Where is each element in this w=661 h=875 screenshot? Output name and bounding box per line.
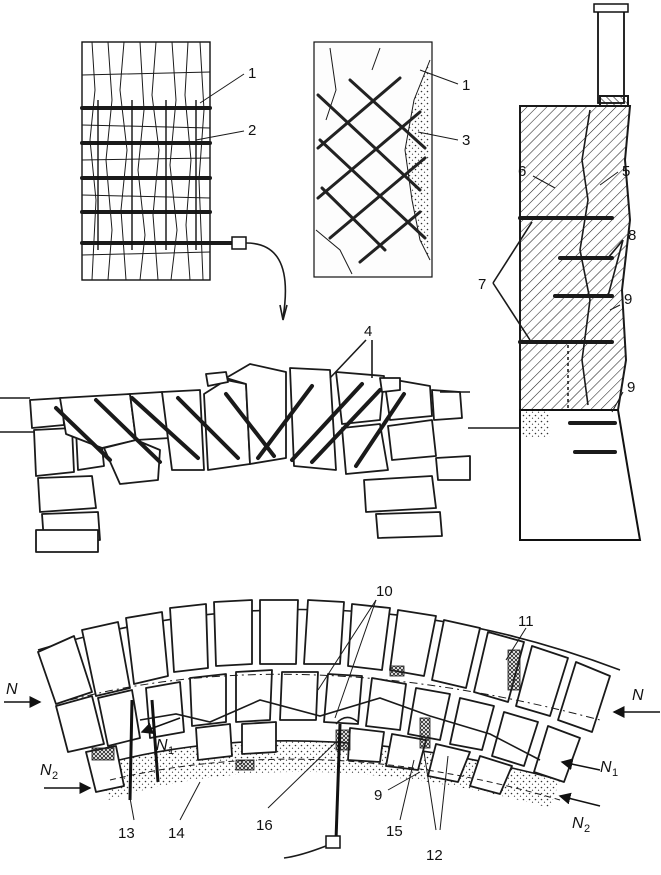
panel-e-arch: N N N 1 N 1 N 2 N 2 10 11 12 13 14 15 16… [4,583,660,864]
force-n1-right-sub: 1 [612,767,618,779]
panel-d-stone-lintel: 4 [0,323,471,553]
callout-9b: 9 [627,379,635,396]
callout-5: 5 [622,163,630,180]
arch-injection-hose [283,716,359,859]
force-n1-left-sub: 1 [168,745,174,757]
callout-14: 14 [168,825,185,842]
force-n2-left: N [40,762,52,779]
force-n-left: N [6,681,18,698]
callout-6: 6 [518,163,526,180]
callout-9a: 9 [624,291,632,308]
force-n1-left: N [156,737,168,754]
force-arrows [4,696,660,807]
callout-13: 13 [118,825,135,842]
callout-8: 8 [628,227,636,244]
callout-9c: 9 [374,787,382,804]
injection-hose [231,236,288,321]
anchor-bars [518,216,617,454]
callout-10: 10 [376,583,393,600]
lintel-diagonal-bars [54,382,406,468]
callout-1a: 1 [248,65,256,82]
callout-12: 12 [426,847,443,864]
diagonal-rebars [316,76,427,264]
callout-11: 11 [518,613,534,630]
callout-1b: 1 [462,77,470,94]
force-n2-right-sub: 2 [584,823,590,835]
panel-c-wall-section: 5 6 7 8 9 9 [468,3,642,541]
callout-3: 3 [462,132,470,149]
panel-b-diagonal-wall: 1 3 [313,41,470,278]
panel-a-grid-wall: 1 2 [80,41,288,321]
force-n1-right: N [600,759,612,776]
callout-7: 7 [478,276,486,293]
force-n2-right: N [572,815,584,832]
callout-15: 15 [386,823,403,840]
callout-4: 4 [364,323,372,340]
callout-16: 16 [256,817,273,834]
callout-2: 2 [248,122,256,139]
horizontal-rebars [80,106,238,245]
force-n2-left-sub: 2 [52,770,58,782]
force-n-right: N [632,687,644,704]
